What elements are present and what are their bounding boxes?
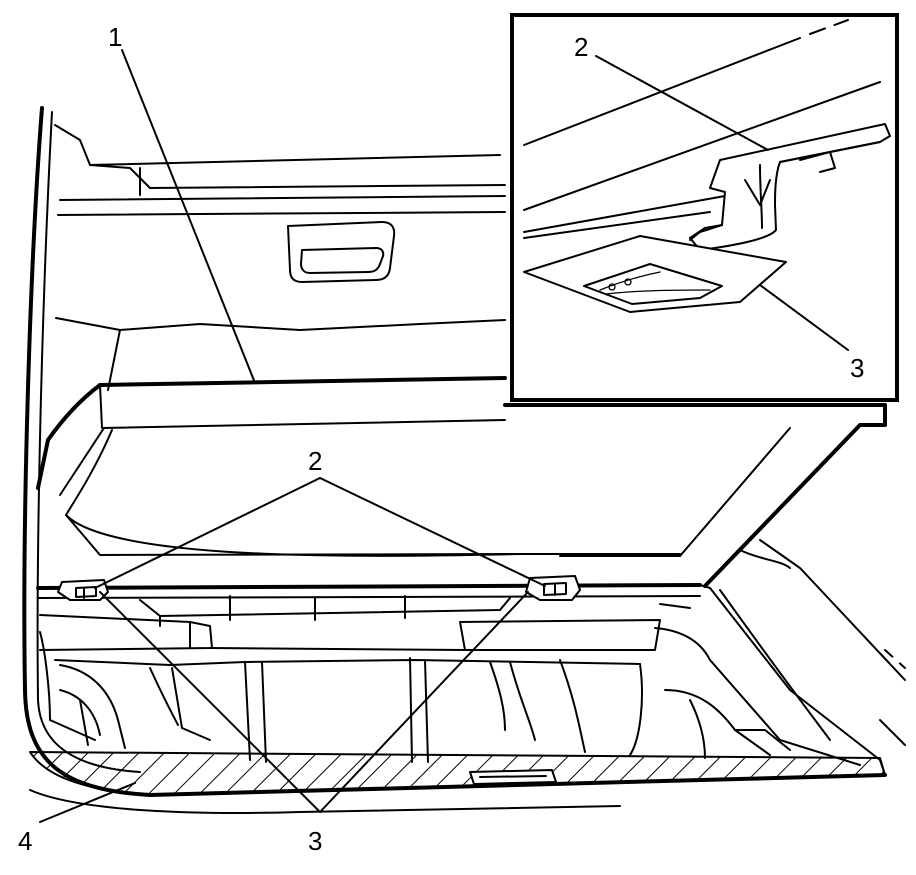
inset-callout-2-label: 2 — [574, 32, 588, 62]
detail-inset — [510, 13, 899, 402]
inset-callout-3-label: 3 — [850, 353, 864, 383]
callout-1-label: 1 — [108, 22, 122, 52]
callout-4-label: 4 — [18, 826, 32, 856]
callout-2-label: 2 — [308, 446, 322, 476]
callout-3-label: 3 — [308, 826, 322, 856]
trunk-main-view — [22, 49, 906, 823]
